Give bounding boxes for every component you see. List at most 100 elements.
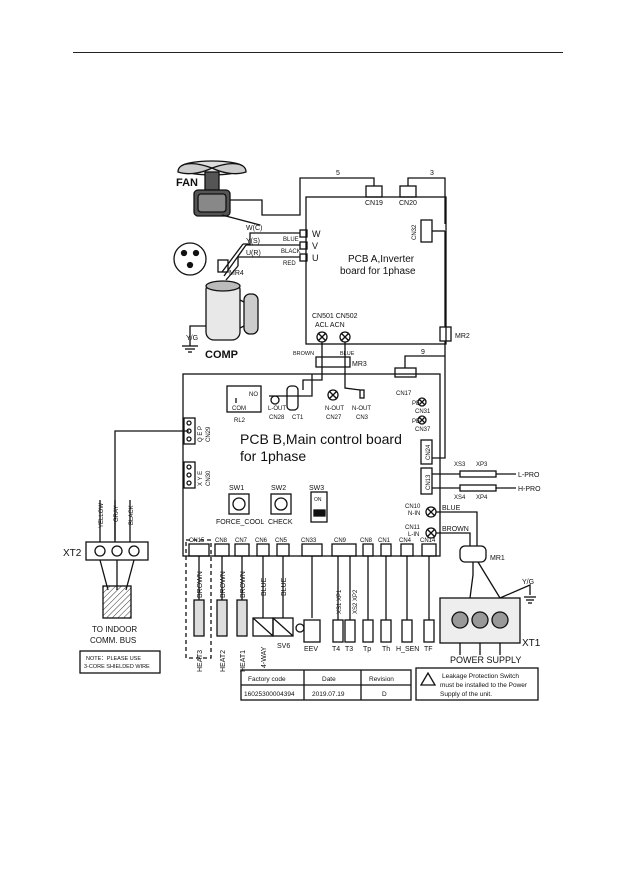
warning-box [415,667,539,701]
eev-coil [303,619,321,643]
cn13-connector [420,467,433,495]
xs1-xp1-label: XS1 XP1 [337,589,343,614]
to-indoor-label-2: COMM. BUS [90,636,136,645]
four-way-label: 4-WAY [261,646,268,668]
cn28-label: CN28 [269,415,285,421]
ct1-label: CT1 [292,415,304,421]
l-in-label: L-IN [408,532,419,538]
warning-line-3: Supply of the unit. [440,691,492,698]
black-wire-label: BLACK [281,249,301,255]
xs3-label: XS3 [454,462,466,468]
t4-label: T4 [332,646,340,653]
eev-label: EEV [304,646,318,653]
cn7-label: CN7 [235,538,248,544]
cn19-label: CN19 [365,200,383,207]
cn27-label: CN27 [326,415,342,421]
sw1-button[interactable] [228,493,250,515]
cn9-label: CN9 [334,538,347,544]
cn5-connector [276,543,290,557]
pe-terminal-cn37 [417,415,427,425]
cn8b-connector [362,543,374,557]
cn15-connector [188,543,210,557]
cn4-connector [400,543,414,557]
to-indoor-label-1: TO INDOOR [92,625,137,634]
tf-label: TF [424,646,433,653]
table-value-revision: D [382,691,387,698]
cn8-connector [214,543,230,557]
mr4-ferrite [217,259,229,273]
pcb-b-title-1: PCB B,Main control board [240,431,402,447]
warning-icon [419,671,437,686]
t4-sensor [332,619,344,643]
pe-label-2: PE [412,419,420,425]
note-line-2: 3-CORE SHIELDED WIRE [84,664,150,670]
pcb-a-title-2: board for 1phase [340,266,416,277]
mr3-ferrite [315,356,351,368]
cn33-connector [301,543,323,557]
xs4-xp4-plug [459,484,497,492]
cn501-cn502-label: CN501 CN502 [312,313,358,320]
brown-mr3-label: BROWN [293,351,314,357]
sw3-label: SW3 [309,485,324,492]
brown-heat2-label: BROWN [220,571,227,598]
tp-sensor [362,619,374,643]
cn8-label: CN8 [215,538,228,544]
cn32-connector [420,219,433,243]
mr1-label: MR1 [490,555,505,562]
wire-5-label: 5 [336,170,340,177]
cn20-connector [399,185,417,198]
cn14-label: CN14 [420,538,436,544]
wire-3-label: 3 [430,170,434,177]
heat1-label: HEAT1 [240,650,247,672]
sw2-button[interactable] [270,493,292,515]
compressor-icon [205,280,259,341]
ground-icon [182,345,198,353]
l-pro-label: L-PRO [518,472,540,479]
cn19-connector [365,185,383,198]
red-wire-label: RED [283,261,296,267]
cn4-label: CN4 [399,538,412,544]
cn5-label: CN5 [275,538,288,544]
note-box [79,650,161,674]
t3-label: T3 [345,646,353,653]
table-value-date: 2019.07.19 [312,691,345,698]
cn17-label: CN17 [396,391,412,397]
xye-label: X Y E [198,471,204,486]
l-out-label: L-OUT [268,406,286,412]
l-out-terminal [270,395,280,405]
cn14-connector [421,543,437,557]
h-sen-sensor [401,619,413,643]
sw3-dip-switch[interactable] [310,491,328,523]
cn1-label: CN1 [378,538,391,544]
cn15-label: CN15 [189,538,205,544]
com-label: COM [232,406,246,412]
cn20-label: CN20 [399,200,417,207]
n-in-label: N-IN [408,511,420,517]
cn37-label: CN37 [415,427,431,433]
power-supply-label: POWER SUPPLY [450,655,521,665]
heat2-label: HEAT2 [220,650,227,672]
fan-label: FAN [176,177,198,189]
th-label: Th [382,646,390,653]
w-terminal-label: W [312,229,321,239]
rl2-label: RL2 [234,418,246,424]
xp4-label: XP4 [476,495,488,501]
pcb-a-title-1: PCB A,Inverter [348,254,415,265]
acl-acn-label: ACL ACN [315,322,345,329]
heat2-heater [216,599,228,637]
table-header-date: Date [322,676,336,683]
tp-label: Tp [363,646,371,653]
sv6-valve-coil [272,617,294,637]
ur-label: U(R) [246,250,261,257]
cn1-connector [380,543,392,557]
blue-wire-label: BLUE [283,237,299,243]
ys-label: Y(S) [246,238,260,245]
xs3-xp3-plug [459,470,497,478]
heat1-heater [236,599,248,637]
ct1-sensor [286,385,299,411]
cn32-label: CN32 [412,224,418,240]
n-out-label-2: N-OUT [352,406,371,412]
cn31-label: CN31 [415,409,431,415]
heater-dashed-box [185,539,212,659]
relay-rl2 [226,385,262,413]
